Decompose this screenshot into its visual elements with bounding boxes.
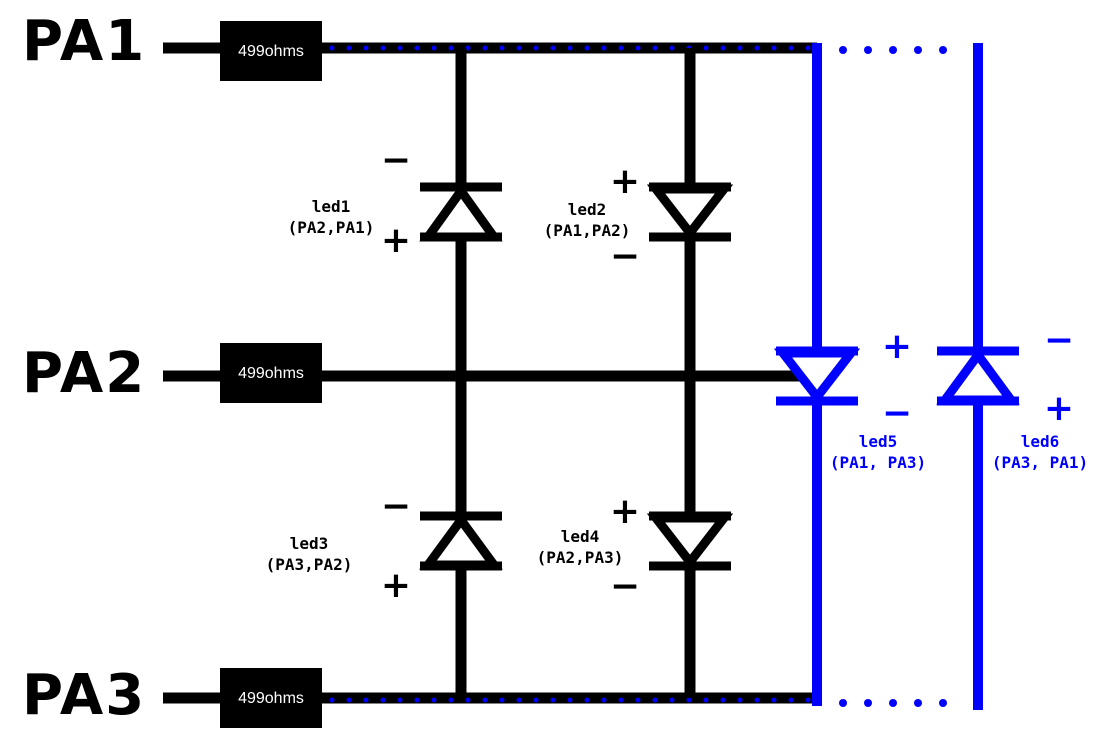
led4-bottom-sign: − (610, 566, 640, 607)
led1-name: led1 (312, 197, 351, 216)
led-labels: led1 (PA2,PA1) led2 (PA1,PA2) led3 (PA3,… (266, 197, 1089, 574)
led1-bottom-sign: + (381, 220, 411, 261)
resistor-pa1: 499ohms (220, 21, 322, 81)
resistor-body (220, 21, 322, 81)
dot (839, 699, 847, 707)
pin-leads (163, 42, 224, 704)
led2-diode (646, 182, 734, 242)
led6-top-sign: − (1044, 320, 1074, 361)
pin-label-pa3: PA3 (22, 663, 146, 728)
led1-top-sign: − (381, 140, 411, 181)
dot (914, 699, 922, 707)
resistor-label: 499ohms (238, 690, 304, 707)
led3-top-sign: − (381, 486, 411, 527)
led3-diode (419, 511, 503, 571)
dot (864, 699, 872, 707)
resistor-body (220, 343, 322, 403)
dot (889, 699, 897, 707)
blue-dotted-overlay (329, 45, 815, 703)
led2-top-sign: + (610, 161, 640, 202)
led6-pins: (PA3, PA1) (992, 453, 1088, 472)
resistor-label: 499ohms (238, 43, 304, 60)
led5-name: led5 (859, 432, 898, 451)
pin-label-pa1: PA1 (22, 9, 146, 74)
led4-pins: (PA2,PA3) (537, 548, 624, 567)
diode-triangle (936, 347, 1020, 405)
dot (939, 699, 947, 707)
diode-triangle (419, 512, 503, 570)
blue-dotted-extension (839, 46, 947, 707)
led5-top-sign: + (882, 326, 912, 367)
led6-bottom-sign: + (1044, 388, 1074, 429)
resistor-pa2: 499ohms (220, 343, 322, 403)
led2-pins: (PA1,PA2) (544, 221, 631, 240)
led6-diode (936, 346, 1020, 406)
led2-bottom-sign: − (610, 236, 640, 277)
led5-diode (773, 346, 861, 406)
vertical-wires (455, 48, 696, 698)
pin-label-pa2: PA2 (22, 341, 146, 406)
led3-name: led3 (290, 534, 329, 553)
led4-diode (646, 511, 734, 571)
led4-name: led4 (561, 527, 600, 546)
led3-pins: (PA3,PA2) (266, 555, 353, 574)
led1-pins: (PA2,PA1) (288, 218, 375, 237)
dot (864, 46, 872, 54)
diode-triangle (646, 184, 734, 241)
resistor-pa3: 499ohms (220, 668, 322, 728)
led1-diode (419, 182, 503, 242)
led5-bottom-sign: − (882, 393, 912, 434)
diode-triangle (419, 183, 503, 242)
resistor-body (220, 668, 322, 728)
led2-name: led2 (568, 200, 607, 219)
blue-rails (812, 43, 983, 710)
dot (839, 46, 847, 54)
diode-triangle (646, 513, 734, 570)
dot (889, 46, 897, 54)
dot (914, 46, 922, 54)
polarity-signs: − + + − − + + − + − − + (381, 140, 1074, 607)
led5-pins: (PA1, PA3) (830, 453, 926, 472)
resistor-label: 499ohms (238, 365, 304, 382)
led4-top-sign: + (610, 491, 640, 532)
led3-bottom-sign: + (381, 565, 411, 606)
dot (939, 46, 947, 54)
led6-name: led6 (1021, 432, 1060, 451)
